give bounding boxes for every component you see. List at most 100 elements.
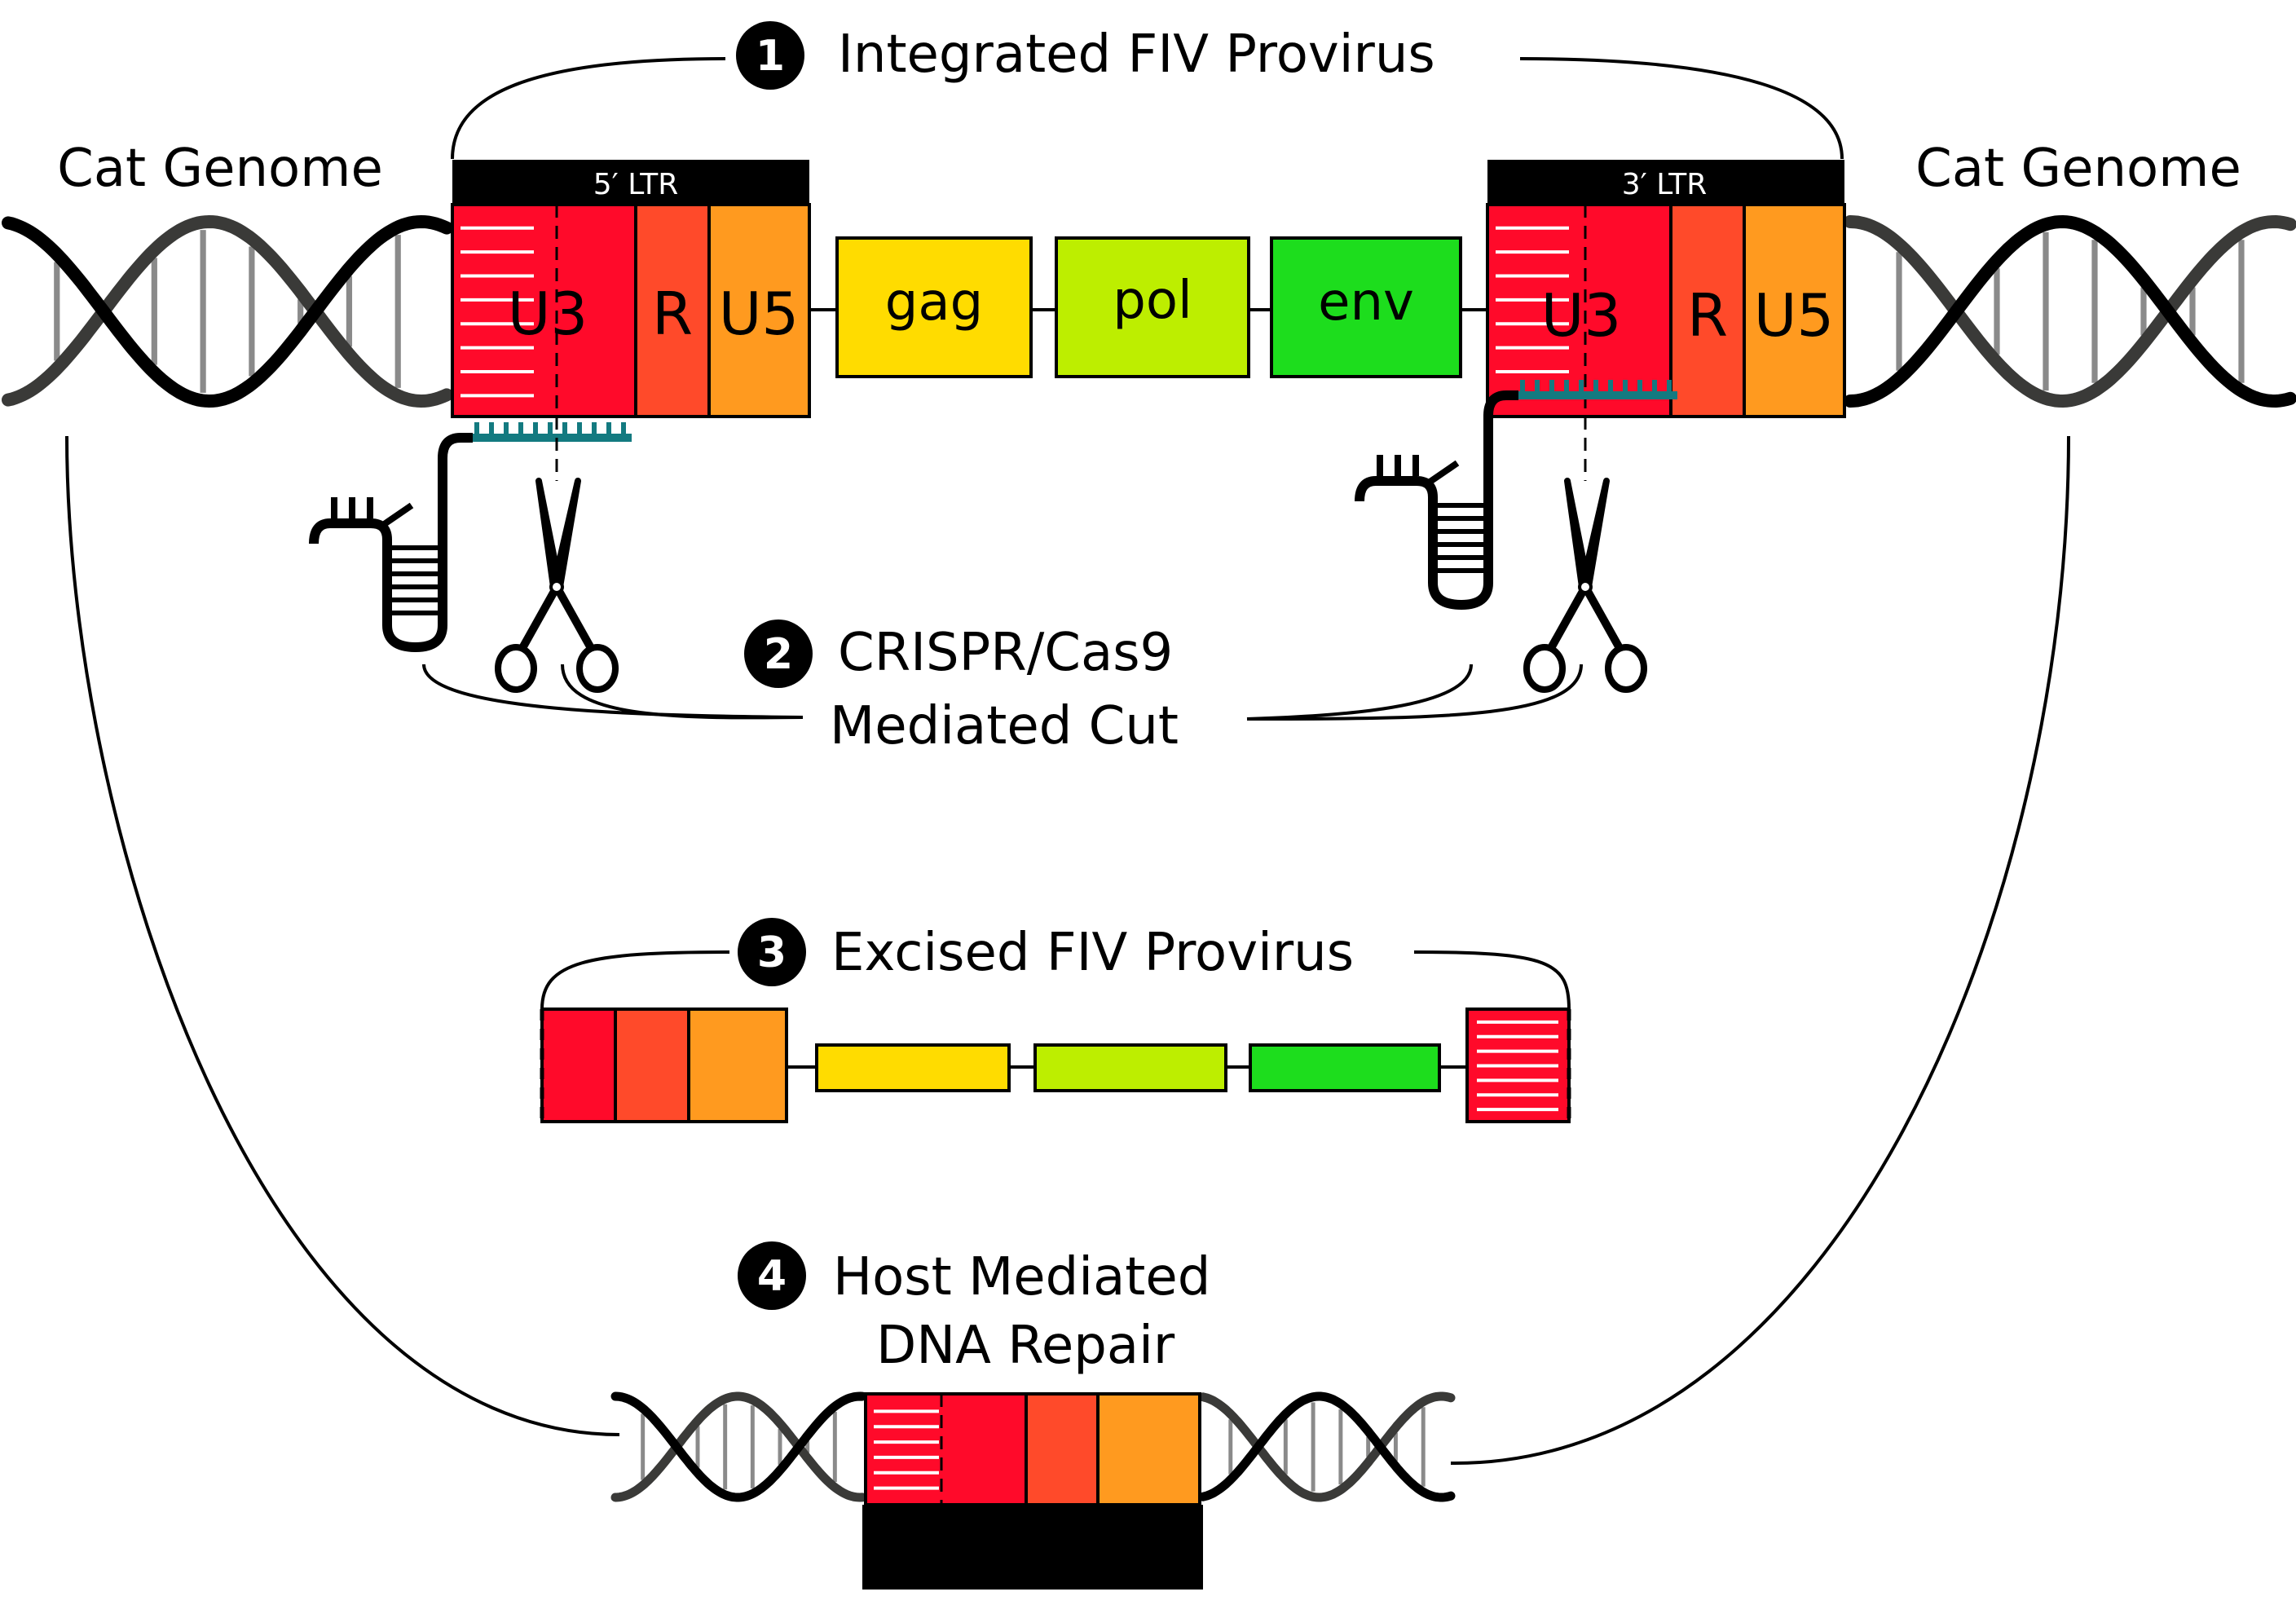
- step-4-label-line1: Host Mediated: [833, 1247, 1210, 1307]
- step-4-number: 4: [757, 1252, 787, 1301]
- dna-helix-repair-right: [1198, 1391, 1456, 1502]
- guide-rna-left: [309, 422, 632, 653]
- step-2-number: 2: [764, 630, 793, 679]
- scissors-handle-arm: [1581, 583, 1624, 652]
- scissors-handle-arm: [518, 583, 561, 652]
- step-2-label-line2: Mediated Cut: [830, 696, 1179, 756]
- five-prime-ltr-bar: [452, 160, 809, 205]
- scissors-ring: [1605, 644, 1647, 693]
- repaired-ltr-bar: [862, 1505, 1203, 1590]
- env-block: [1270, 236, 1462, 378]
- five-prime-u5-label: U5: [719, 280, 800, 348]
- dna-back-strand: [1198, 1391, 1456, 1502]
- five-prime-u3-block: [451, 203, 637, 418]
- bracket-step1-right: [1519, 57, 1844, 160]
- three-prime-u5-block: [1743, 203, 1846, 418]
- guide-rna-spacer: [469, 434, 632, 442]
- bracket-step3-right: [1413, 950, 1571, 1010]
- five-prime-u3-label: U3: [508, 280, 588, 348]
- three-prime-u5-label: U5: [1754, 281, 1835, 350]
- five-prime-u5-block: [707, 203, 811, 418]
- step-1: 1 Integrated FIV Provirus: [736, 21, 1435, 90]
- bracket-step1-left: [451, 57, 726, 160]
- provirus-genes: gag pol env: [835, 236, 1462, 378]
- guide-rna-scaffold: [1483, 390, 1518, 583]
- excised-env-block: [1249, 1043, 1441, 1092]
- bracket-step2-right-outer: [1246, 664, 1583, 721]
- scissors-pivot: [549, 580, 564, 594]
- bracket-step2-left-inner: [561, 664, 804, 720]
- repaired-ltr: [862, 1392, 1203, 1590]
- five-prime-ltr: 5′ LTR U3 R U5: [451, 160, 811, 418]
- excised-u5-block: [687, 1008, 788, 1123]
- dna-back-strand: [1844, 214, 2296, 408]
- step-1-number: 1: [756, 32, 785, 81]
- arc-left-genome-to-repair: [65, 435, 620, 1436]
- guide-rna-hook: [309, 518, 392, 545]
- scissors-icon-left: [495, 478, 619, 693]
- step-4-badge: [738, 1241, 806, 1310]
- step-3: 3 Excised FIV Provirus: [738, 918, 1354, 986]
- step-1-badge: [736, 21, 804, 90]
- step-2: 2 CRISPR/Cas9 Mediated Cut: [744, 620, 1179, 756]
- excised-3ltr-hatch: [1477, 1020, 1558, 1112]
- five-prime-u3-hatch: [461, 226, 534, 398]
- gag-label: gag: [885, 272, 983, 333]
- dna-front-strand: [2, 214, 453, 408]
- pol-block: [1055, 236, 1250, 378]
- scissors-handle-arm: [553, 583, 595, 652]
- five-prime-r-label: R: [652, 280, 693, 348]
- step-3-label: Excised FIV Provirus: [831, 923, 1354, 983]
- dna-helix-repair-left: [610, 1391, 867, 1502]
- excised-provirus: [540, 1008, 1571, 1123]
- dna-back-strand: [2, 214, 453, 408]
- step-1-label: Integrated FIV Provirus: [838, 24, 1435, 85]
- env-label: env: [1318, 272, 1414, 333]
- dna-front-strand: [1198, 1391, 1456, 1502]
- guide-rna-tail: [1426, 460, 1460, 486]
- scissors-pivot: [1578, 580, 1593, 594]
- excised-pol-block: [1033, 1043, 1227, 1092]
- scissors-icon-right: [1523, 478, 1647, 693]
- cat-genome-label-left: Cat Genome: [57, 139, 383, 199]
- guide-rna-right: [1355, 380, 1677, 611]
- repaired-u5-block: [1096, 1392, 1201, 1506]
- scissors-ring: [576, 644, 619, 693]
- dna-front-strand: [610, 1391, 867, 1502]
- repaired-r-block: [1025, 1392, 1100, 1506]
- step-4-label-line2: DNA Repair: [876, 1316, 1175, 1376]
- guide-rna-loop: [382, 540, 447, 653]
- connector-lines: [65, 57, 2070, 1466]
- gag-block: [835, 236, 1033, 378]
- dna-helix-left: [2, 214, 453, 408]
- pol-label: pol: [1113, 271, 1192, 331]
- excised-gag-block: [815, 1043, 1011, 1092]
- dna-back-strand: [610, 1391, 867, 1502]
- scissors-ring: [495, 644, 537, 693]
- bracket-step2-right-inner: [1246, 664, 1473, 721]
- dna-front-strand: [1844, 214, 2296, 408]
- step-3-number: 3: [757, 928, 787, 977]
- repaired-u3-hatch: [874, 1409, 939, 1490]
- guide-rna-tail: [381, 502, 414, 528]
- guide-rna-hook: [1355, 476, 1438, 502]
- guide-rna-spacer: [1514, 391, 1677, 399]
- arc-right-genome-to-repair: [1450, 435, 2070, 1466]
- step-2-badge: [744, 620, 813, 688]
- excised-u3-block: [540, 1008, 617, 1123]
- dna-helix-right: [1844, 214, 2296, 408]
- bracket-step3-left: [540, 950, 730, 1010]
- scissors-blade: [550, 478, 581, 590]
- five-prime-ltr-title: 5′ LTR: [593, 168, 679, 201]
- step-2-label-line1: CRISPR/Cas9: [838, 623, 1173, 683]
- scissors-ring: [1523, 644, 1566, 693]
- three-prime-u3-label: U3: [1541, 281, 1622, 350]
- cat-genome-label-right: Cat Genome: [1915, 139, 2241, 199]
- excised-r-block: [614, 1008, 690, 1123]
- step-3-badge: [738, 918, 806, 986]
- scissors-blade: [1579, 478, 1610, 590]
- guide-rna-loop: [1428, 497, 1493, 611]
- three-prime-r-label: R: [1687, 281, 1728, 350]
